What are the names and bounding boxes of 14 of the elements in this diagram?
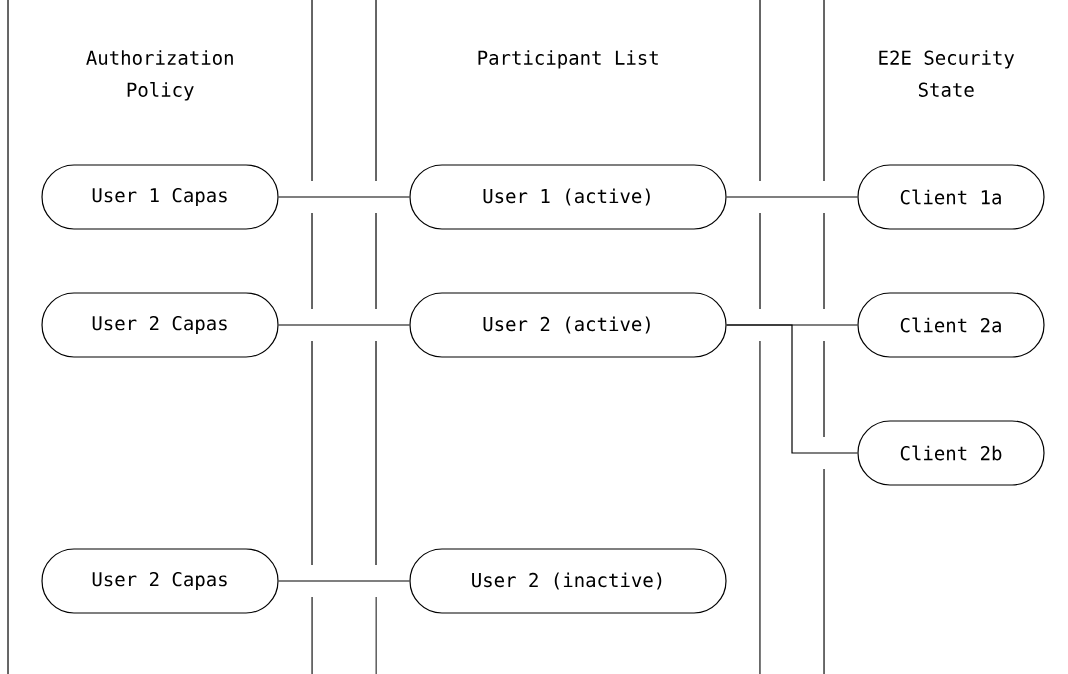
rounded-box: Client 2a bbox=[857, 292, 1045, 358]
connector-line bbox=[278, 324, 410, 326]
rounded-box: User 2 Capas bbox=[41, 292, 279, 358]
rounded-box: Client 2b bbox=[857, 420, 1045, 486]
rounded-box: Client 1a bbox=[857, 164, 1045, 230]
connector-line bbox=[278, 580, 410, 582]
rounded-box: User 2 Capas bbox=[41, 548, 279, 614]
connector-line bbox=[726, 196, 858, 198]
rounded-box: User 2 (active) bbox=[409, 292, 727, 358]
rounded-box: User 1 (active) bbox=[409, 164, 727, 230]
connector-line bbox=[726, 324, 858, 454]
connector-line bbox=[278, 196, 410, 198]
rounded-box: User 2 (inactive) bbox=[409, 548, 727, 614]
rounded-box: User 1 Capas bbox=[41, 164, 279, 230]
